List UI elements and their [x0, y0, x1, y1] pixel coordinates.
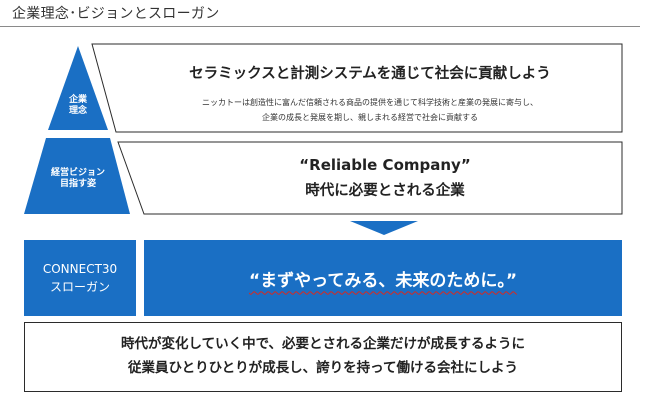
vision-japanese: 時代に必要とされる企業	[305, 183, 465, 199]
slogan-text: “まずやってみる、未来のために。”	[249, 270, 517, 291]
philosophy-headline: セラミックスと計測システムを通じて社会に貢献しよう	[189, 66, 551, 82]
title-divider	[0, 26, 640, 27]
message-line: 時代が変化していく中で、必要とされる企業だけが成長するように	[120, 336, 526, 353]
philosophy-body: ニッカトーは創造性に富んだ信頼される商品の提供を通じて科学技術と産業の発展に寄与…	[202, 98, 538, 122]
slogan-box: “まずやってみる、未来のために。”	[144, 240, 622, 316]
pyramid-top-label: 企業 理念	[68, 95, 87, 116]
pyramid-middle-label: 経営ビジョン 目指す姿	[50, 168, 105, 189]
vision-panel	[117, 141, 623, 215]
page-title: 企業理念･ビジョンとスローガン	[12, 6, 220, 22]
slogan-label-box: CONNECT30 スローガン	[24, 240, 136, 316]
message-line: 従業員ひとりひとりが成長し、誇りを持って働ける会社にしよう	[127, 360, 518, 376]
vision-english: “Reliable Company”	[299, 156, 471, 174]
down-arrow-icon	[350, 221, 418, 235]
message-box: 時代が変化していく中で、必要とされる企業だけが成長するように 従業員ひとりひとり…	[24, 322, 622, 392]
pyramid-top-triangle	[48, 46, 108, 130]
